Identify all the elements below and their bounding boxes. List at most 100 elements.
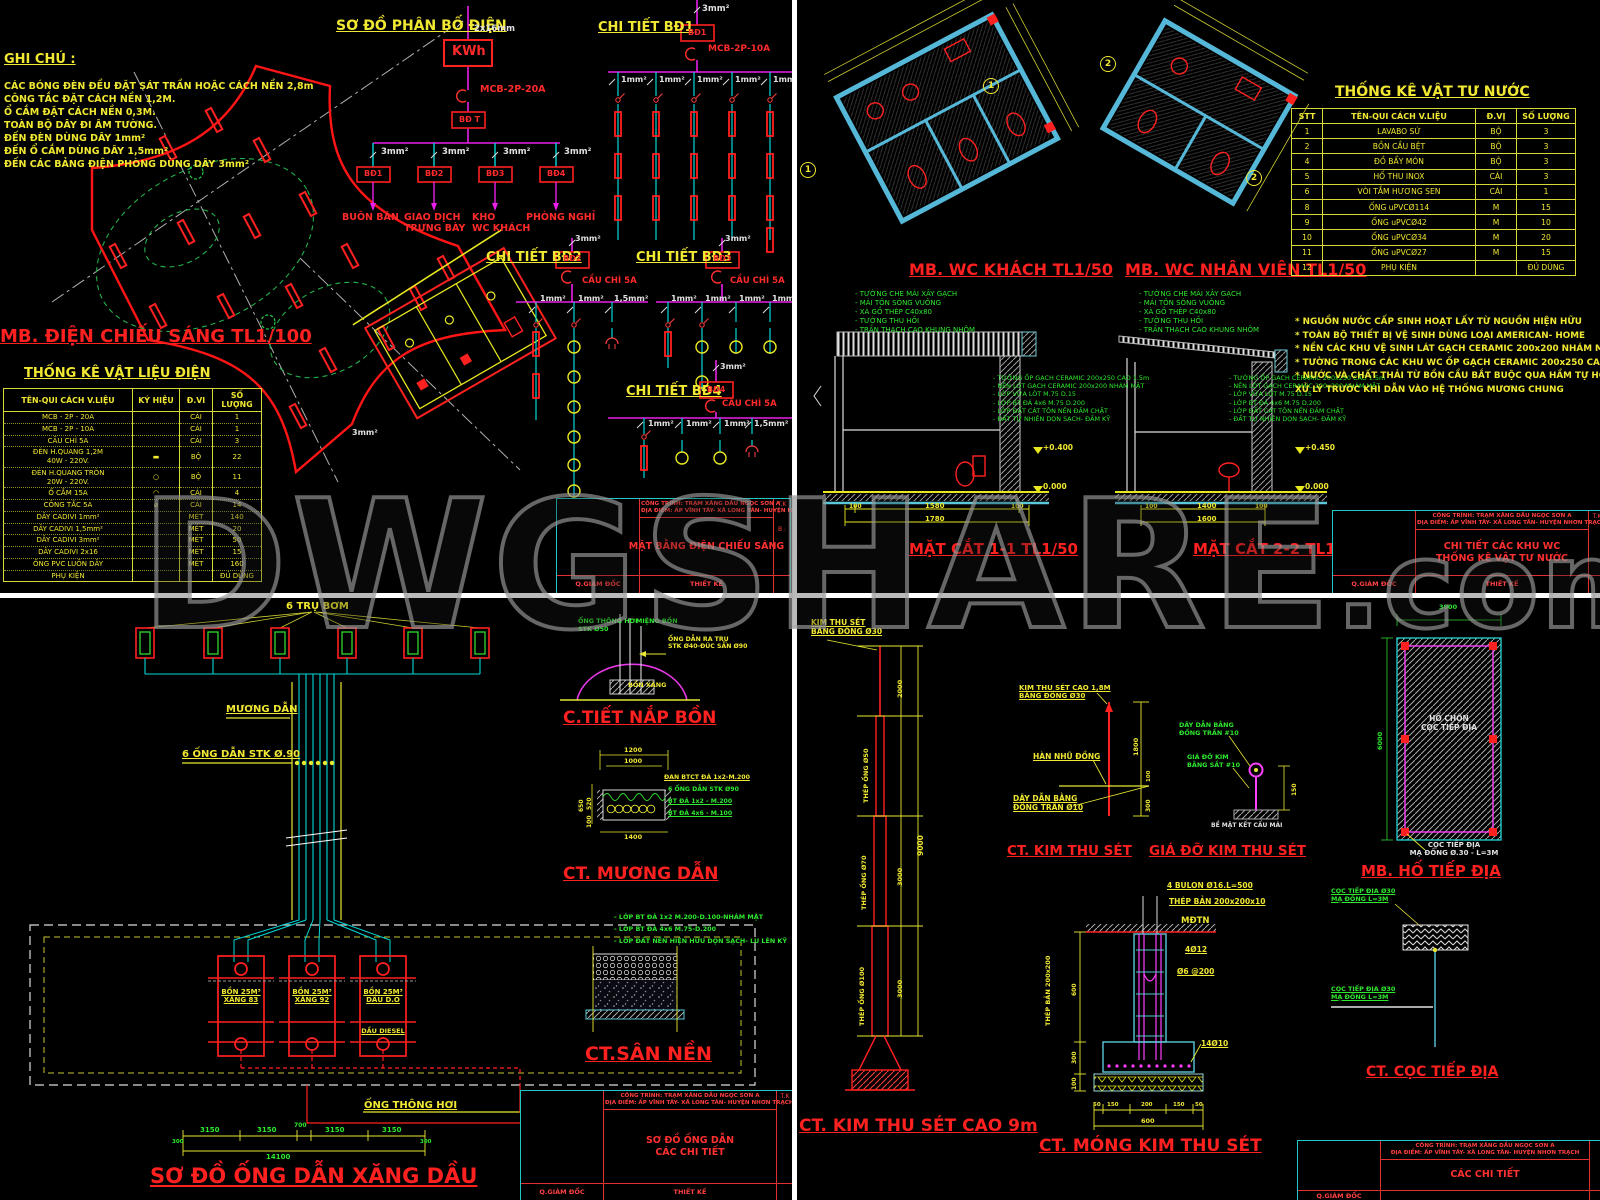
table-cell: HỐ THU INOX: [1322, 168, 1476, 185]
sheet-name: CÁC CHI TIẾT: [1381, 1160, 1589, 1190]
electrical-notes: CÁC BÓNG ĐÈN ĐỀU ĐẶT SÁT TRẦN HOẶC CÁCH …: [4, 80, 314, 171]
table-cell: BỒN CẦU BỆT: [1322, 138, 1476, 155]
annotation: HỐ CHÔN CỌC TIẾP ĐỊA: [1421, 714, 1478, 732]
section1-title: MẶT CẮT 1-1 TL1/50: [909, 540, 1078, 558]
director-label: Q.GIÁM ĐỐC: [521, 1184, 604, 1200]
table-cell: 1: [1516, 183, 1576, 200]
project-address: ĐỊA ĐIỂM: ẤP VĨNH TÂY- XÃ LONG TÂN- HUYỆ…: [605, 1100, 792, 1106]
annotation: 1mm²: [648, 419, 674, 428]
text-line: - TƯỜNG ỐP GẠCH CERAMIC 200x250 CAO 1.5m: [993, 374, 1150, 382]
text-line: CÔNG TẮC ĐẶT CÁCH NỀN 1,2M.: [4, 94, 176, 105]
annotation: 100: [1146, 770, 1152, 782]
tk-label: T.K: [780, 1093, 790, 1100]
annotation: BĐ3: [713, 254, 732, 263]
water-table-title: THỐNG KÊ VẬT TƯ NƯỚC: [1335, 84, 1530, 100]
table-cell: 10: [1516, 214, 1576, 231]
annotation: 6 TRỤ BƠM: [286, 601, 349, 612]
annotation: 1780: [925, 515, 945, 523]
annotation: 1800: [1132, 737, 1140, 756]
table-cell: 5: [1291, 168, 1323, 185]
text-line: ĐẾN ĐÈN DÙNG DÂY 1mm²: [4, 133, 146, 144]
title-block-project: CÔNG TRÌNH: TRẠM XĂNG DẦU NGỌC SƠN A ĐỊA…: [640, 499, 792, 518]
table-cell: MÉT: [179, 510, 213, 523]
annotation: KIM THU SÉT BẰNG ĐỒNG Ø30: [811, 618, 883, 636]
text-line: - LỚP VỮA LÓT M.75 D.15: [1229, 390, 1312, 399]
table-cell: 15: [212, 546, 262, 559]
annotation: 2: [1100, 56, 1116, 72]
annotation: 1mm²: [686, 419, 712, 428]
column-header: SỐ LƯỢNG: [1516, 108, 1576, 124]
annotation: 150: [1173, 1102, 1185, 1108]
table-cell: BỘ: [179, 446, 213, 468]
designer-label: THIẾT KẾ: [673, 1188, 707, 1196]
text-line: - TƯỜNG THU HỒI: [1139, 317, 1204, 325]
title-block: CÔNG TRÌNH: TRẠM XĂNG DẦU NGỌC SƠN A ĐỊA…: [520, 1090, 792, 1200]
table-cell: PHỤ KIỆN: [3, 569, 133, 582]
column-header: KÝ HIỆU: [132, 388, 180, 412]
annotation: 1mm²: [772, 294, 792, 303]
annotation: 1mm²: [735, 75, 761, 84]
annotation: ỐNG DẪN RA TRỤ STK Ø40-ĐÚC SẴN Ø90: [668, 636, 748, 651]
table-cell: DÂY CADIVI 1mm²: [3, 510, 133, 523]
table-cell: ỐNG uPVCØ27: [1322, 244, 1476, 261]
annotation: 100: [849, 503, 862, 510]
annotation: THÉP BẢN 200x200: [1044, 955, 1052, 1026]
annotation: DÂY DẪN BẰNG ĐỒNG TRẦN #10: [1179, 721, 1239, 737]
table-cell: 20: [212, 522, 262, 535]
annotation: 1600: [1197, 515, 1217, 523]
table-cell: [132, 510, 180, 523]
title-block-right: [1589, 1141, 1600, 1190]
detail-bd4-title: CHI TIẾT BĐ4: [626, 384, 722, 399]
annotation: 50: [1195, 1102, 1203, 1108]
annotation: BỀ MẶT KẾT CẤU MÁI: [1211, 822, 1283, 829]
text-line: * TOÀN BỘ THIẾT BỊ VỆ SINH DÙNG LOẠI AME…: [1295, 330, 1585, 341]
annotation: - LỚP BT ĐÁ 1x2 M.200-D.100-NHÁM MẶT: [614, 913, 764, 921]
text-line: - MÁI TÔN SÓNG VUÔNG: [855, 299, 942, 307]
wc-drawing: [813, 0, 1327, 526]
annotation: 1mm²: [773, 75, 792, 84]
table-cell: 11: [212, 466, 262, 488]
column-header: SỐ LƯỢNG: [212, 388, 262, 412]
annotation: 100: [1145, 503, 1158, 510]
annotation: MĐTN: [1181, 916, 1210, 926]
table-cell: ỐNG uPVCØ114: [1322, 198, 1476, 216]
annotation: BT ĐÁ 4x6 - M.100: [668, 810, 733, 817]
table-cell: ỐNG uPVCØ42: [1322, 214, 1476, 231]
annotation: 3mm²: [352, 428, 378, 437]
table-cell: CÁI: [1475, 168, 1517, 185]
material-table-title: THỐNG KÊ VẬT LIỆU ĐIỆN: [24, 366, 211, 381]
text-line: MẶT BẰNG ĐIỆN CHIẾU SÁNG: [628, 540, 785, 552]
annotation: PHÒNG NGHỈ: [526, 212, 596, 223]
annotation: 1400: [624, 833, 643, 841]
annotation: BUÔN BÁN: [342, 212, 399, 223]
table-cell: 10: [1291, 229, 1323, 246]
table-cell: M: [1475, 229, 1517, 246]
text-line: - LỚP VỮA LÓT M.75 D.15: [993, 390, 1076, 399]
annotation: 3150: [325, 1126, 345, 1134]
watermark-suffix: .com: [1334, 515, 1600, 658]
annotation: ỐNG THÔNG HƠI: [364, 1100, 458, 1111]
annotation: 1: [800, 162, 816, 178]
annotation: 14100: [266, 1153, 291, 1161]
annotation: BĐ4: [707, 385, 726, 394]
table-cell: MÉT: [179, 534, 213, 547]
annotation: 1580: [925, 502, 945, 510]
annotation: 150: [1291, 783, 1298, 796]
annotation: BĐ2: [563, 254, 582, 263]
text-line: THỐNG KÊ VẬT TƯ NƯỚC: [1435, 552, 1569, 564]
annotation: CẦU CHÌ 5A: [730, 276, 785, 286]
annotation: 14Ø10: [1201, 1039, 1229, 1048]
table-cell: 4: [212, 487, 262, 500]
table-cell: 3: [212, 434, 262, 447]
